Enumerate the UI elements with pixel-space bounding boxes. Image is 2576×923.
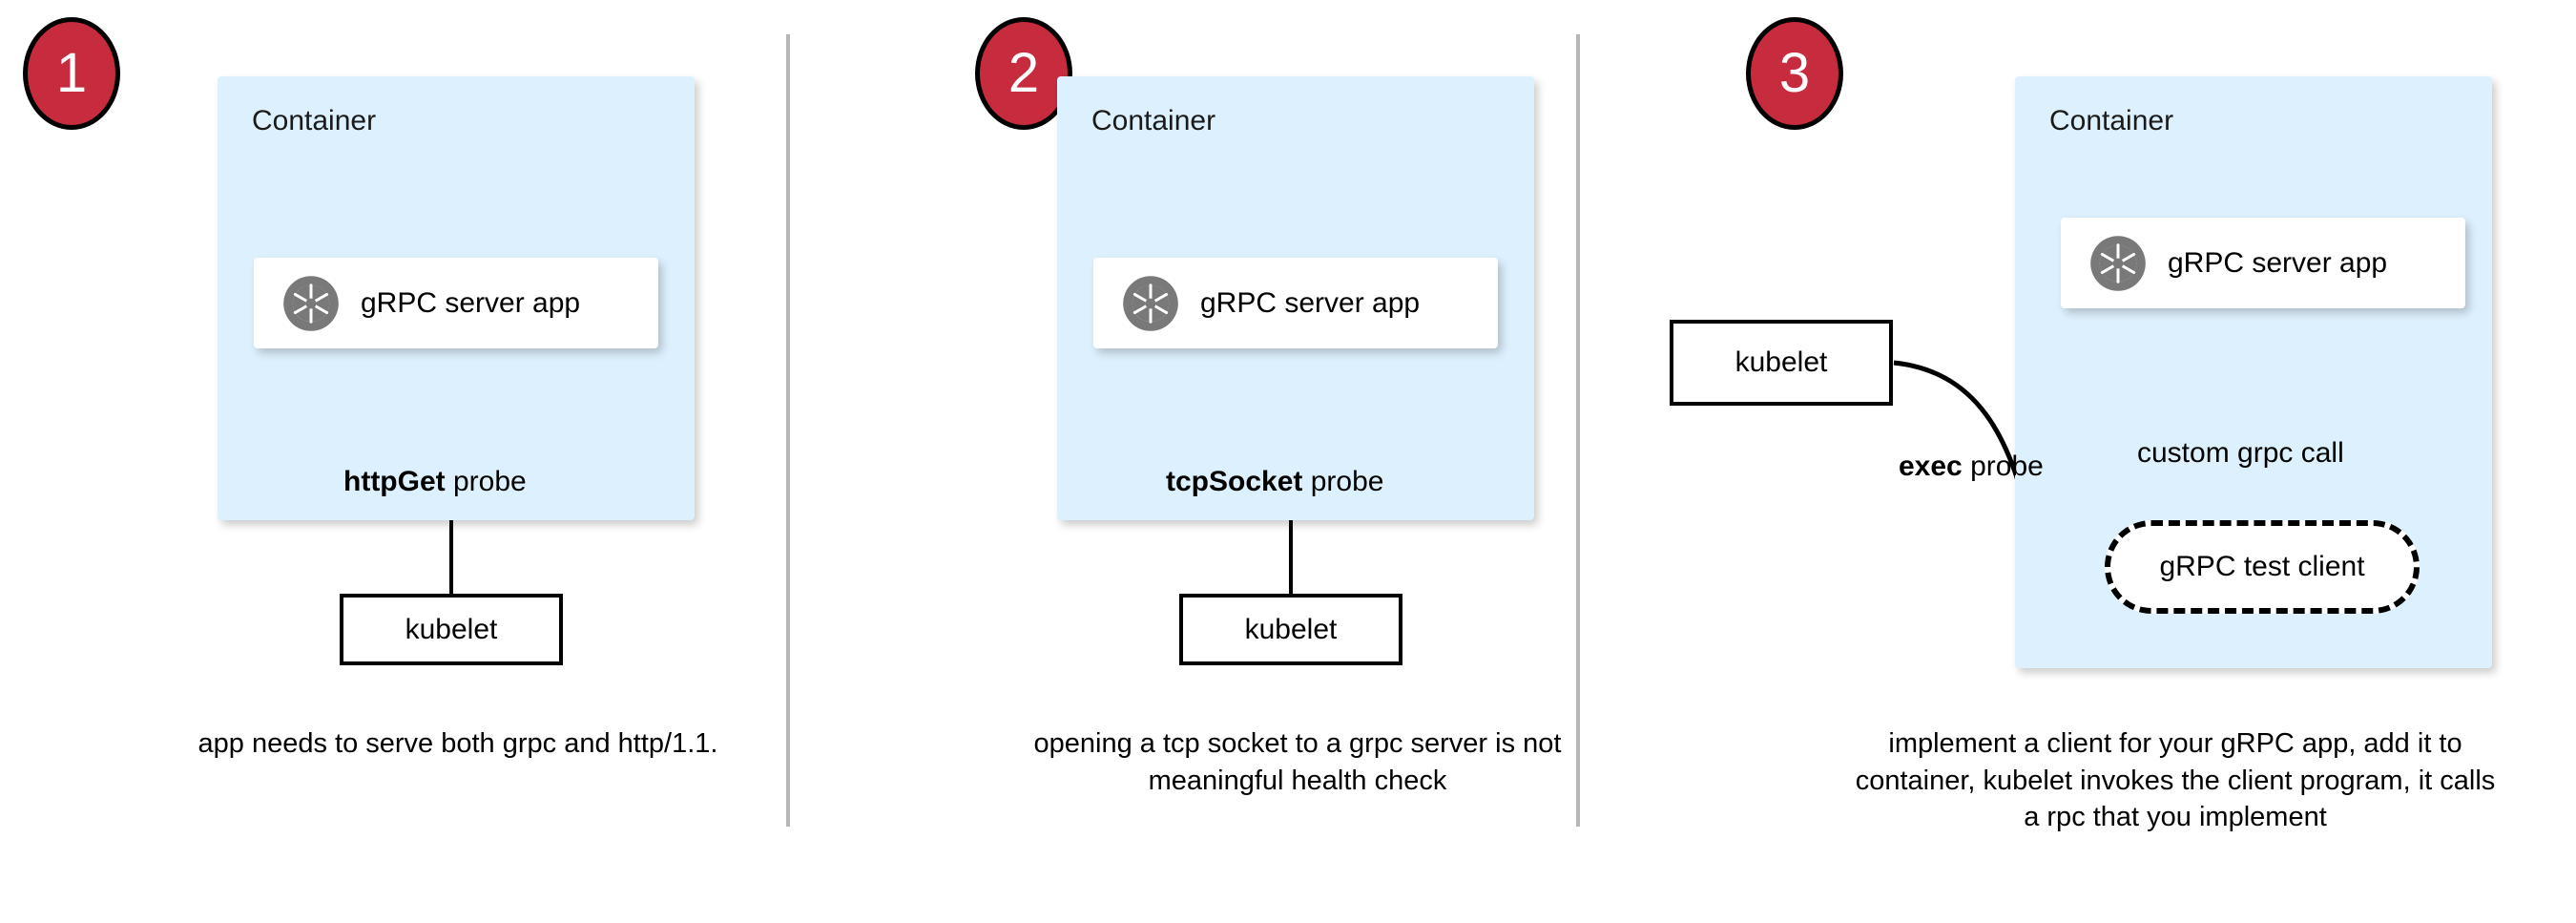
grpc-test-client-box: gRPC test client bbox=[2105, 520, 2420, 614]
probe-name: tcpSocket bbox=[1166, 466, 1303, 497]
grpc-server-app-label: gRPC server app bbox=[1200, 286, 1421, 319]
container-label: Container bbox=[252, 105, 377, 136]
step-badge-number: 2 bbox=[1008, 42, 1040, 104]
kubelet-label: kubelet bbox=[405, 613, 498, 645]
step-badge-3: 3 bbox=[1746, 17, 1843, 130]
kubelet-label: kubelet bbox=[1244, 613, 1338, 645]
grpc-test-client-label: gRPC test client bbox=[2159, 551, 2365, 582]
probe-suffix: probe bbox=[1302, 466, 1384, 497]
grpc-server-app-label: gRPC server app bbox=[361, 286, 581, 319]
httpget-probe-label: httpGet probe bbox=[343, 466, 527, 498]
container-label: Container bbox=[1091, 105, 1216, 136]
kubelet-box-1: kubelet bbox=[340, 594, 563, 665]
step-badge-number: 1 bbox=[55, 42, 88, 104]
grpc-logo-icon bbox=[1122, 275, 1179, 332]
kubelet-box-2: kubelet bbox=[1179, 594, 1402, 665]
exec-probe-label: exec probe bbox=[1899, 451, 2044, 483]
grpc-server-app-card-1: gRPC server app bbox=[254, 258, 658, 348]
grpc-logo-icon bbox=[2089, 235, 2147, 292]
panel-caption-2: opening a tcp socket to a grpc server is… bbox=[1033, 728, 1562, 796]
panel-separator-1 bbox=[786, 34, 790, 827]
grpc-server-app-card-3: gRPC server app bbox=[2061, 218, 2465, 308]
probe-name: exec bbox=[1899, 451, 1963, 482]
grpc-logo-icon bbox=[282, 275, 340, 332]
probe-suffix: probe bbox=[1962, 451, 2044, 482]
step-badge-2: 2 bbox=[975, 17, 1072, 130]
step-badge-1: 1 bbox=[23, 17, 120, 130]
grpc-server-app-card-2: gRPC server app bbox=[1093, 258, 1498, 348]
tcpsocket-probe-label: tcpSocket probe bbox=[1166, 466, 1383, 498]
panel-caption-3: implement a client for your gRPC app, ad… bbox=[1855, 728, 2496, 833]
grpc-server-app-label: gRPC server app bbox=[2168, 246, 2388, 279]
step-badge-number: 3 bbox=[1778, 42, 1811, 104]
custom-grpc-call-label: custom grpc call bbox=[2137, 437, 2344, 469]
probe-name: httpGet bbox=[343, 466, 446, 497]
kubelet-box-3: kubelet bbox=[1670, 320, 1893, 406]
kubelet-label: kubelet bbox=[1735, 346, 1828, 378]
probe-suffix: probe bbox=[445, 466, 527, 497]
panel-separator-2 bbox=[1576, 34, 1580, 827]
panel-caption-1: app needs to serve both grpc and http/1.… bbox=[197, 728, 718, 759]
container-label: Container bbox=[2049, 105, 2174, 136]
